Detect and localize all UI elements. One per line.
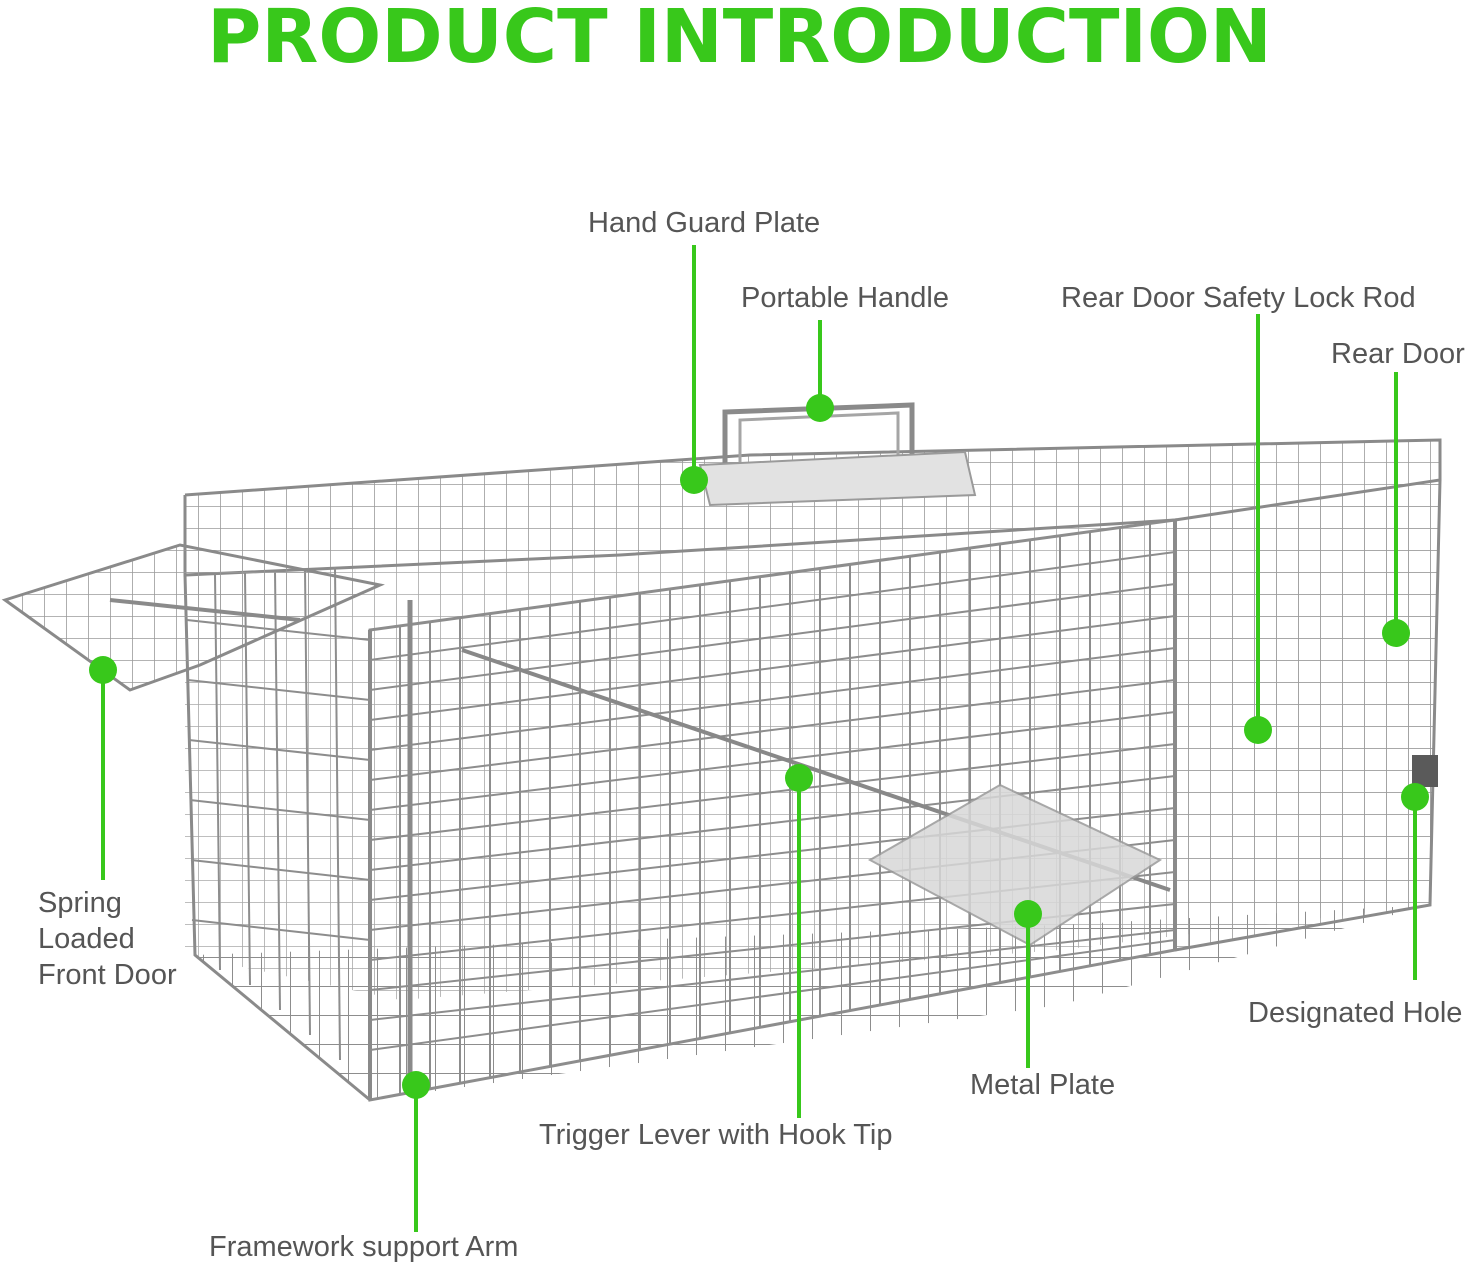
label-trigger-lever: Trigger Lever with Hook Tip <box>539 1119 893 1151</box>
label-front-door-line-2: Loaded <box>38 923 135 955</box>
callout-lines <box>101 245 1417 1232</box>
metal-plate <box>867 783 1163 947</box>
label-designated-hole: Designated Hole <box>1248 997 1463 1029</box>
dot-rear-door <box>1382 619 1410 647</box>
dot-hand-guard-plate <box>680 466 708 494</box>
dot-rear-door-lock-rod <box>1244 716 1272 744</box>
dot-portable-handle <box>806 394 834 422</box>
dot-trigger-lever <box>785 764 813 792</box>
label-front-door-line-3: Front Door <box>38 959 177 991</box>
dot-metal-plate <box>1014 900 1042 928</box>
label-metal-plate: Metal Plate <box>970 1069 1116 1101</box>
label-front-door-line-1: Spring <box>38 887 122 919</box>
label-rear-door: Rear Door <box>1331 338 1465 370</box>
designated-hole <box>1412 755 1438 787</box>
page-title: PRODUCT INTRODUCTION <box>207 0 1272 80</box>
label-rear-door-safety-lock-rod: Rear Door Safety Lock Rod <box>1061 282 1416 314</box>
dot-front-door <box>89 656 117 684</box>
hand-guard-plate <box>698 450 977 507</box>
dot-designated-hole <box>1401 783 1429 811</box>
label-portable-handle: Portable Handle <box>741 282 949 314</box>
label-spring-loaded-front-door: Spring Loaded Front Door <box>38 885 177 993</box>
dot-framework-arm <box>402 1071 430 1099</box>
label-framework-support-arm: Framework support Arm <box>209 1231 519 1263</box>
label-hand-guard-plate: Hand Guard Plate <box>588 207 821 239</box>
